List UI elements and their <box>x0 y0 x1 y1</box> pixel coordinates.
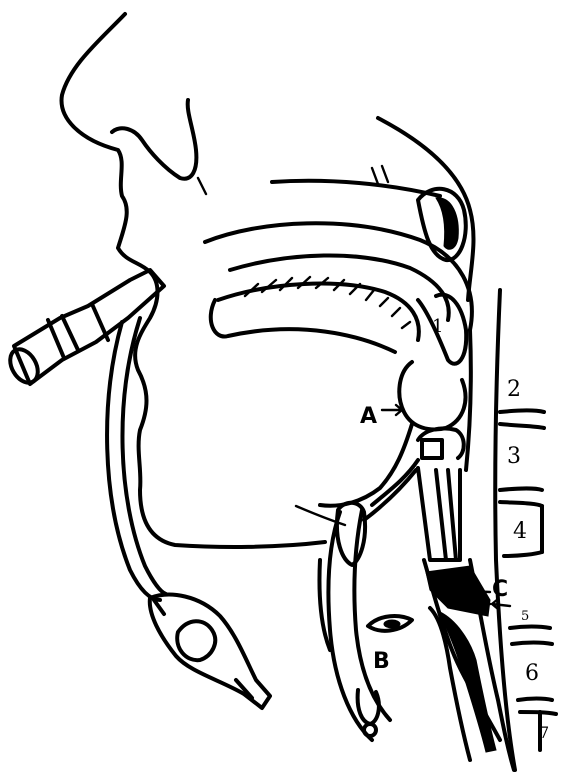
vertebra-5: 5 <box>521 609 529 624</box>
b-marker-pupil <box>384 620 400 628</box>
nasal-floor <box>272 181 440 196</box>
esophagus-left <box>328 512 372 740</box>
vertebra-7: 7 <box>539 723 549 742</box>
vertebra-3: 3 <box>507 444 521 469</box>
label-b: B <box>373 649 390 674</box>
adenoid-shade <box>436 198 458 249</box>
arrow-icon <box>382 405 402 415</box>
epiglottis <box>399 362 465 429</box>
cricoid-lower <box>440 612 496 752</box>
palate-upper <box>205 223 472 330</box>
nostril <box>112 100 196 179</box>
esophagus-right <box>354 510 390 720</box>
turbinate-marks <box>372 166 388 184</box>
label-c: C <box>492 577 508 602</box>
vertebra-4: 4 <box>513 519 527 544</box>
vertebra-6: 6 <box>525 661 539 686</box>
tip-dot <box>364 724 376 736</box>
tip-left <box>358 690 379 724</box>
tongue <box>211 300 395 352</box>
pharynx-wall <box>320 424 412 506</box>
label-a: A <box>360 404 377 429</box>
face-profile <box>62 14 325 547</box>
vertebra-2: 2 <box>507 377 521 402</box>
soft-palate-mark: 1 <box>432 316 443 337</box>
nasal-line <box>198 178 206 194</box>
